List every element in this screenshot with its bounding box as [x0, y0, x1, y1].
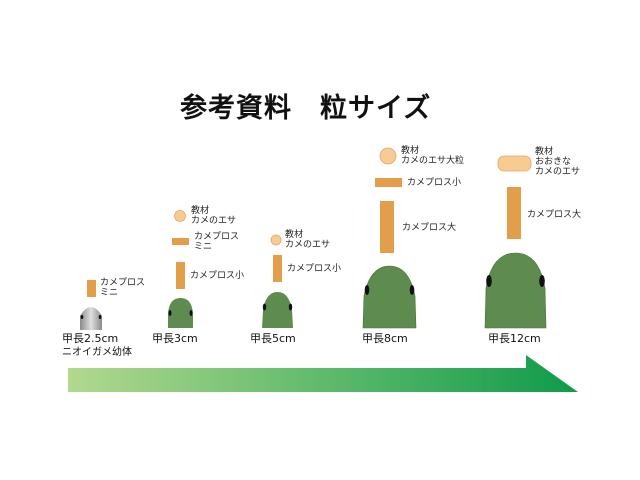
food-pellet-small [174, 210, 186, 222]
food-label: カメプロス ミニ [100, 278, 146, 298]
pellet-small [273, 255, 282, 282]
turtle-head-juvenile [80, 307, 102, 330]
pellet-large [380, 201, 394, 253]
food-label: カメプロス小 [407, 178, 462, 188]
shell-length-label: 甲長3cm [152, 332, 198, 345]
food-pellet-large [379, 147, 397, 165]
food-label: カメプロス大 [402, 223, 457, 233]
food-label: 教材 おおきな カメのエサ [535, 147, 581, 177]
turtle-head-12cm [484, 252, 547, 329]
pellet-large [507, 187, 521, 239]
pellet-mini [172, 238, 189, 245]
shell-length-label: 甲長12cm [488, 332, 541, 345]
food-label: 教材 カメのエサ [191, 206, 237, 226]
food-label: カメプロス小 [287, 264, 342, 274]
food-pellet-extra-large [497, 155, 532, 172]
food-label: カメプロス ミニ [194, 232, 240, 252]
shell-length-label: 甲長8cm [362, 332, 408, 345]
turtle-head-3cm [168, 298, 193, 328]
species-label: ニオイガメ幼体 [62, 347, 132, 358]
turtle-head-8cm [362, 265, 417, 329]
food-label: 教材 カメのエサ [285, 230, 331, 250]
pellet-small [375, 178, 402, 187]
food-label: カメプロス小 [190, 271, 245, 281]
pellet-small [176, 262, 185, 289]
shell-length-label: 甲長2.5cm [62, 332, 119, 345]
food-label: カメプロス大 [527, 210, 582, 220]
page-title: 参考資料 粒サイズ [180, 93, 432, 124]
food-label: 教材 カメのエサ大粒 [401, 146, 465, 166]
pellet-mini [87, 280, 96, 297]
turtle-head-5cm [262, 292, 293, 328]
growth-arrow [68, 355, 578, 392]
shell-length-label: 甲長5cm [250, 332, 296, 345]
food-pellet-small [270, 234, 282, 246]
